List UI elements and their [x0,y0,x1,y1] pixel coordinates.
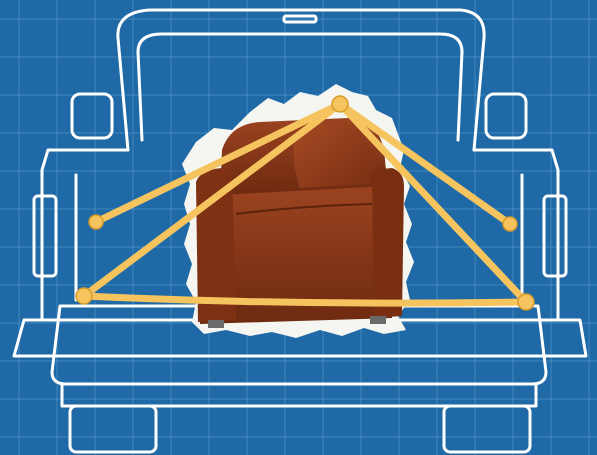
anchor-top [332,96,348,112]
couch [196,118,404,328]
anchor-left-upper [89,215,103,229]
anchor-right-upper [503,217,517,231]
couch-foot-right [370,316,386,324]
anchor-left-lower [76,288,92,304]
anchor-right-lower [518,294,534,310]
couch-foot-left [208,320,224,328]
couch-arm-right [372,168,404,318]
